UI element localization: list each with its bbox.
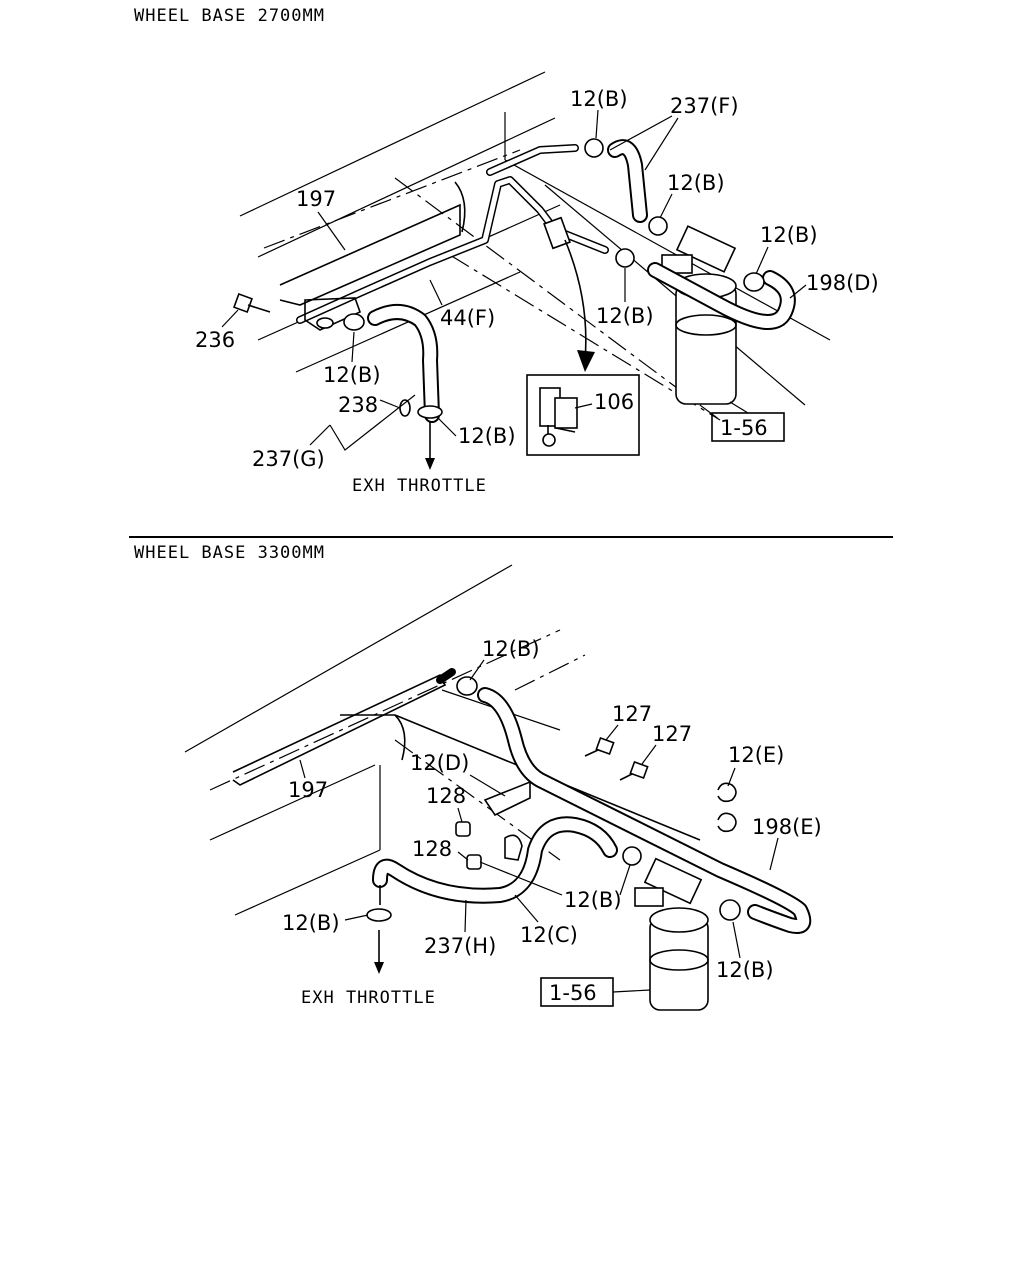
- section-title: WHEEL BASE 3300MM: [134, 543, 325, 563]
- bracket-12c: [504, 834, 523, 861]
- frame-rail-197: [232, 673, 447, 786]
- center-line: [514, 654, 586, 691]
- part-label: 12(D): [410, 751, 469, 775]
- part-label: 197: [296, 187, 336, 211]
- frame-line: [504, 159, 831, 341]
- exh-throttle-label: EXH THROTTLE: [301, 988, 436, 1008]
- bolt-127: [619, 760, 649, 781]
- bolt-236: [233, 293, 271, 313]
- part-label: 12(B): [282, 911, 340, 935]
- part-label: 12(B): [323, 363, 381, 387]
- center-line: [449, 254, 721, 421]
- frame-line: [184, 564, 513, 753]
- part-label: 197: [288, 778, 328, 802]
- section-wheelbase-3300: WHEEL BASE 3300MM: [134, 543, 822, 1011]
- hose-clamp-12b: [366, 908, 392, 922]
- clamp-12e: [717, 782, 737, 803]
- hose-clamp-12b: [456, 676, 478, 696]
- rail-end-curve: [394, 714, 406, 761]
- frame-line: [234, 849, 381, 916]
- part-label: 237(G): [252, 447, 325, 471]
- part-label: 12(B): [667, 171, 725, 195]
- part-label: 12(B): [482, 637, 540, 661]
- part-label: 198(E): [752, 815, 822, 839]
- hose-clamp-12b: [719, 899, 741, 921]
- center-line: [263, 149, 521, 249]
- part-label: 127: [652, 722, 692, 746]
- vacuum-tank: [634, 857, 709, 1011]
- part-label: 128: [412, 837, 452, 861]
- part-label: 106: [594, 390, 634, 414]
- hose-clamp-12b: [584, 138, 604, 158]
- frame-line: [239, 71, 546, 217]
- part-label: 12(C): [520, 923, 578, 947]
- bracket-12d: [483, 780, 531, 817]
- hose-clamp-12b: [417, 405, 443, 419]
- reference-text: 1-56: [720, 416, 768, 440]
- frame-rail-197: [279, 203, 461, 306]
- part-label: 237(H): [424, 934, 496, 958]
- part-label: 12(E): [728, 743, 784, 767]
- reference-text: 1-56: [549, 981, 597, 1005]
- hose-clamp-12b: [648, 216, 668, 236]
- part-label: 237(F): [670, 94, 739, 118]
- hose-clamp-12b: [615, 248, 635, 268]
- part-label: 127: [612, 702, 652, 726]
- part-label: 198(D): [806, 271, 879, 295]
- part-label: 12(B): [596, 304, 654, 328]
- frame-line: [209, 764, 376, 841]
- part-label: 236: [195, 328, 235, 352]
- nut-128: [466, 854, 482, 870]
- section-wheelbase-2700: WHEEL BASE 2700MM: [134, 6, 879, 496]
- center-line: [209, 629, 561, 791]
- part-label: 12(B): [716, 958, 774, 982]
- part-label: 12(B): [564, 888, 622, 912]
- rail-end-curve: [454, 181, 466, 233]
- hose-clamp-12b: [743, 272, 765, 292]
- part-label: 238: [338, 393, 378, 417]
- part-label: 128: [426, 784, 466, 808]
- part-label: 12(B): [760, 223, 818, 247]
- clamp-12e: [717, 812, 737, 833]
- nut-128: [455, 821, 471, 837]
- exh-throttle-label: EXH THROTTLE: [352, 476, 487, 496]
- center-line: [394, 177, 721, 421]
- hose-clamp-12b: [622, 846, 642, 866]
- section-title: WHEEL BASE 2700MM: [134, 6, 325, 26]
- detail-leader: [564, 239, 587, 361]
- hose-clamp-12b: [343, 313, 365, 331]
- frame-line: [544, 184, 806, 406]
- detail-box-106: [526, 374, 640, 456]
- pipe-clip: [543, 216, 571, 250]
- part-label: 12(B): [570, 87, 628, 111]
- part-label: 44(F): [440, 306, 495, 330]
- bolt-127: [584, 736, 615, 757]
- part-label: 12(B): [458, 424, 516, 448]
- pipe-bracket: [304, 297, 362, 331]
